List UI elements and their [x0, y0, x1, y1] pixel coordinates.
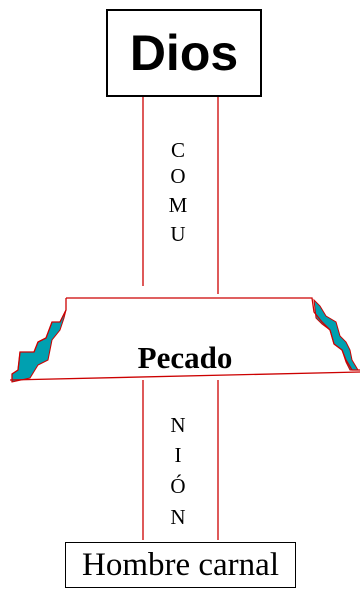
barrier-bottom-edge — [9, 371, 360, 381]
barrier-left-outline — [11, 298, 67, 382]
upper-letter: U — [170, 222, 186, 246]
lower-letter: I — [174, 443, 182, 467]
lower-letter: N — [170, 413, 186, 437]
upper-letter: O — [170, 164, 186, 188]
god-label: Dios — [129, 25, 239, 81]
god-box: Dios — [106, 9, 262, 97]
upper-letter: C — [170, 138, 185, 162]
lower-letter: Ó — [170, 474, 186, 498]
lower-letter: N — [170, 505, 186, 529]
upper-letter: M — [168, 193, 188, 217]
sin-label: Pecado — [137, 340, 233, 375]
carnal-man-label: Hombre carnal — [82, 546, 279, 583]
carnal-man-box: Hombre carnal — [65, 542, 296, 588]
barrier-left-crack — [11, 309, 67, 383]
sin-barrier — [9, 297, 360, 383]
barrier-right-crack — [313, 298, 359, 371]
barrier-outline — [66, 297, 360, 371]
